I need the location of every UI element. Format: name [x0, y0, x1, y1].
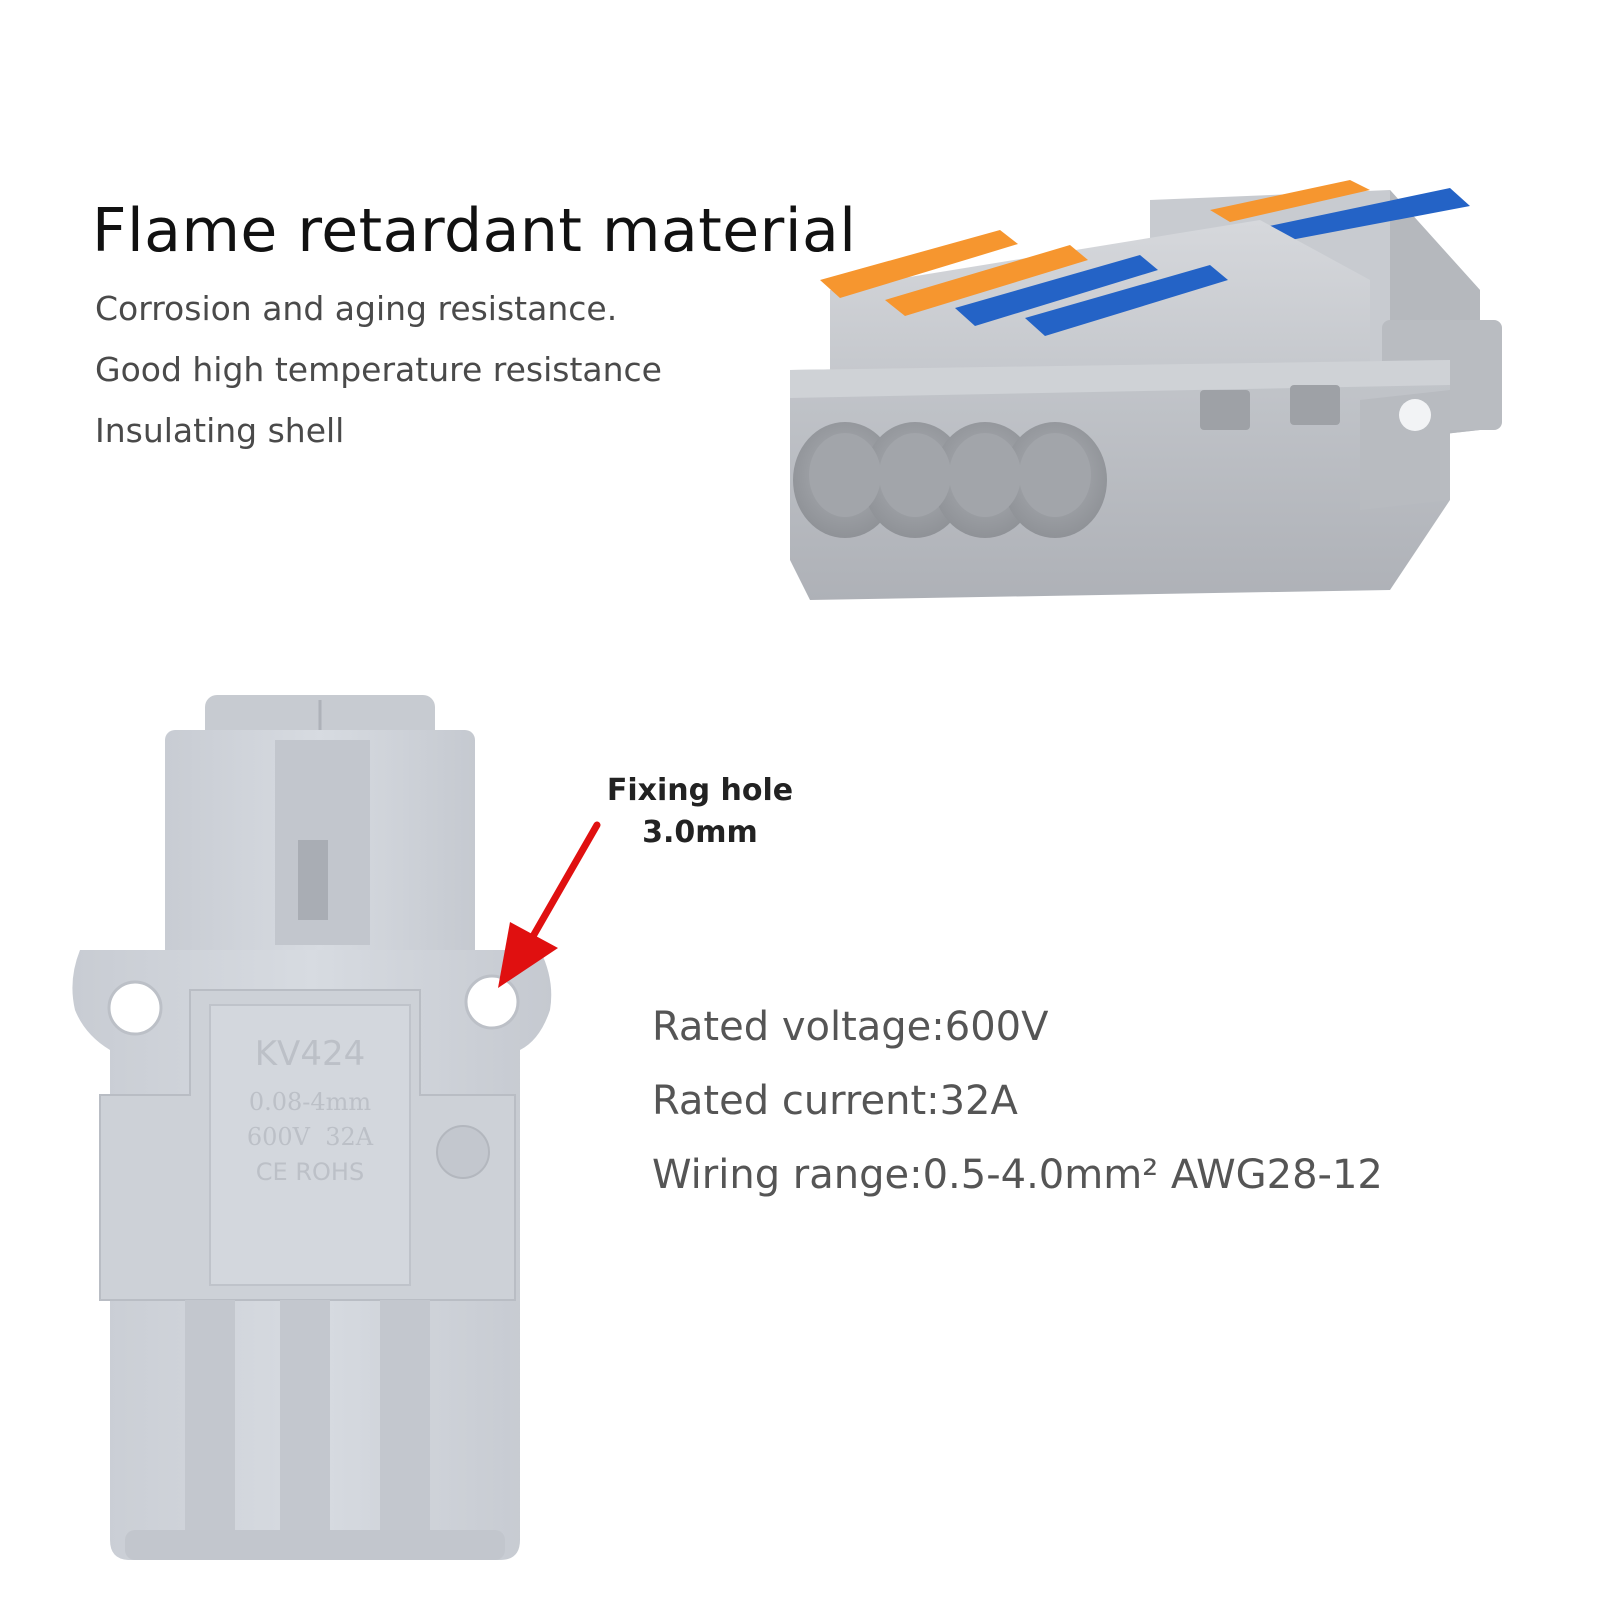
- range-label: 0.08-4mm: [249, 1088, 372, 1116]
- fixing-hole-callout: Fixing hole 3.0mm: [560, 770, 840, 854]
- headline: Flame retardant material: [92, 196, 857, 266]
- spec-item-voltage: Rated voltage:600V: [652, 1004, 1049, 1050]
- feature-list: Corrosion and aging resistance. Good hig…: [95, 290, 662, 473]
- spec-item-wiring-range: Wiring range:0.5-4.0mm² AWG28-12: [652, 1152, 1383, 1198]
- marks-label: CE ROHS: [256, 1158, 364, 1186]
- connector-perspective-image: [790, 180, 1502, 600]
- feature-item: Corrosion and aging resistance.: [95, 289, 618, 328]
- model-label: KV424: [255, 1034, 365, 1074]
- arrow-icon: [498, 821, 601, 988]
- spec-item-current: Rated current:32A: [652, 1078, 1018, 1124]
- callout-line-2: 3.0mm: [642, 815, 758, 850]
- callout-line-1: Fixing hole: [606, 773, 794, 808]
- feature-item: Good high temperature resistance: [95, 350, 662, 389]
- spec-list: Rated voltage:600V Rated current:32A Wir…: [652, 1005, 1383, 1227]
- rating-label: 600V 32A: [247, 1123, 374, 1151]
- connector-flat-image: KV424 0.08-4mm 600V 32A CE ROHS: [72, 695, 552, 1560]
- feature-item: Insulating shell: [95, 411, 345, 450]
